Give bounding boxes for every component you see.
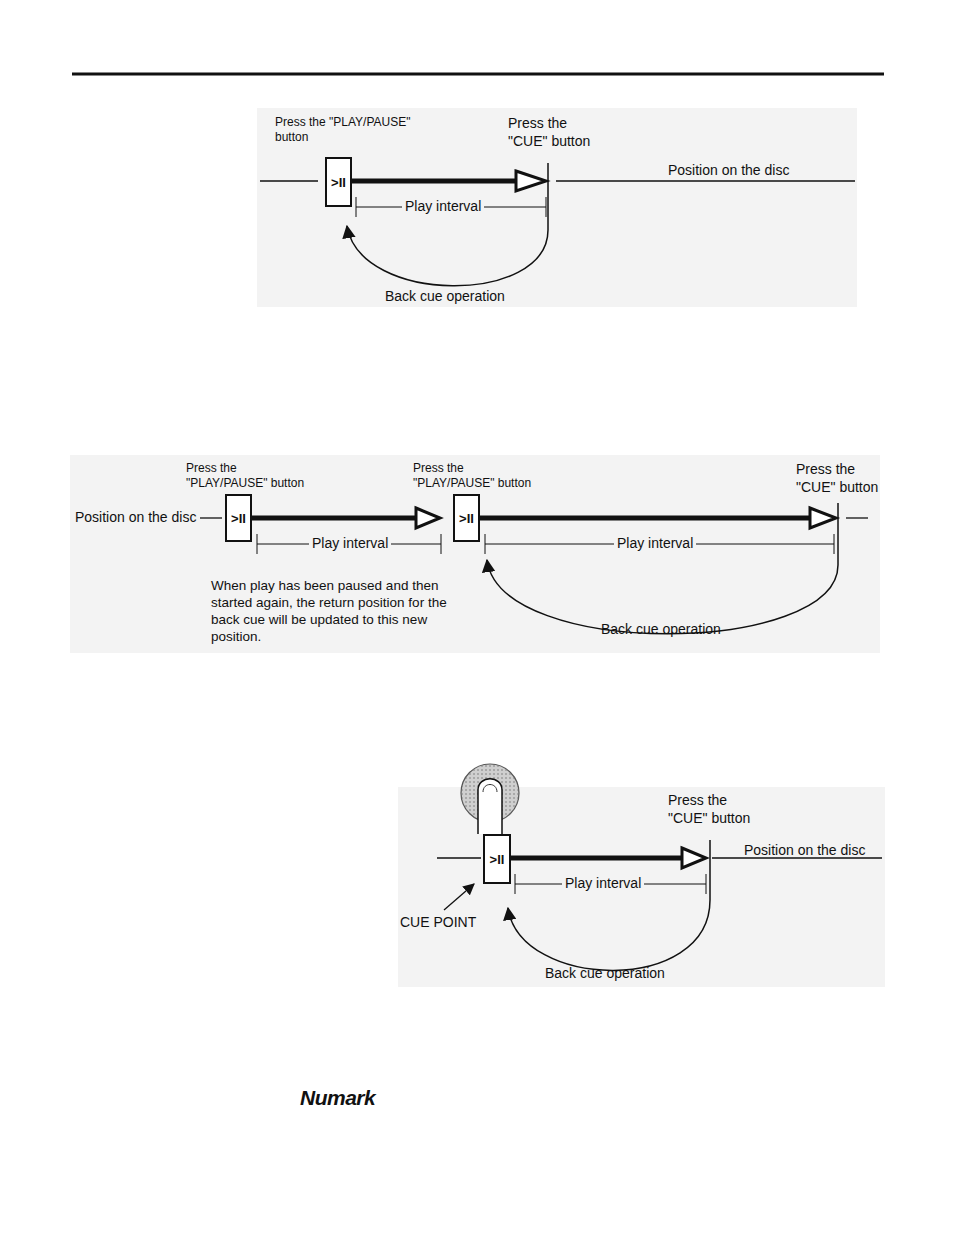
play-pause-box: >II	[453, 494, 480, 542]
play-pause-box: >II	[225, 494, 252, 542]
button-caption: Press the "PLAY/PAUSE" button	[275, 115, 415, 145]
panel	[257, 108, 857, 307]
button-caption: Press the "CUE" button	[668, 792, 768, 827]
play-pause-box: >II	[483, 834, 511, 884]
button-symbol: >II	[459, 512, 474, 525]
axis-label: Position on the disc	[668, 162, 848, 180]
button-caption: Press the "CUE" button	[508, 115, 608, 150]
button-symbol: >II	[331, 176, 346, 189]
interval-label: Play interval	[402, 198, 484, 216]
callout-label: CUE POINT	[400, 914, 510, 932]
note-text: When play has been paused and then start…	[211, 578, 466, 646]
operation-label: Back cue operation	[601, 621, 761, 639]
panel	[398, 787, 885, 987]
button-symbol: >II	[490, 853, 505, 866]
interval-label: Play interval	[614, 535, 696, 553]
timeline-3	[437, 840, 882, 970]
button-caption: Press the "CUE" button	[796, 461, 880, 496]
axis-label: Position on the disc	[75, 509, 205, 527]
brand-logo: Numark	[300, 1085, 420, 1111]
interval-label: Play interval	[309, 535, 391, 553]
axis-label: Position on the disc	[744, 842, 884, 860]
button-caption: Press the "PLAY/PAUSE" button	[186, 461, 321, 491]
jog-knob-finger	[461, 764, 519, 834]
operation-label: Back cue operation	[385, 288, 545, 306]
play-pause-box: >II	[325, 157, 352, 207]
interval-label: Play interval	[562, 875, 644, 893]
operation-label: Back cue operation	[545, 965, 705, 983]
top-rule	[72, 73, 884, 76]
button-symbol: >II	[231, 512, 246, 525]
panel	[70, 455, 880, 653]
button-caption: Press the "PLAY/PAUSE" button	[413, 461, 548, 491]
